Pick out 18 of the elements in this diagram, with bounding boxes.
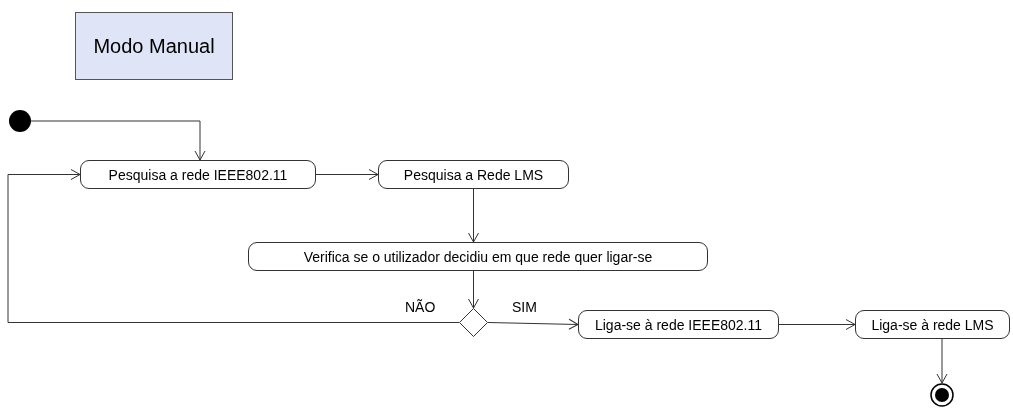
- activity-box: Pesquisa a Rede LMS: [378, 160, 569, 189]
- edge-label: NÃO: [403, 298, 438, 315]
- end-node: [930, 383, 954, 407]
- activity-box: Pesquisa a rede IEEE802.11: [80, 160, 316, 189]
- activity-box: Verifica se o utilizador decidiu em que rede quer ligar-se: [248, 242, 708, 271]
- arrow: [936, 338, 948, 384]
- activity-box: Liga-se à rede LMS: [855, 310, 1010, 339]
- decision-diamond: [459, 308, 488, 337]
- activity-box: Liga-se à rede IEEE802.11: [578, 310, 779, 339]
- arrow: [468, 270, 479, 309]
- arrow: [487, 318, 579, 330]
- title-box: Modo Manual: [75, 12, 233, 80]
- arrow: [778, 319, 856, 330]
- arrow: [468, 188, 479, 243]
- arrow: [315, 169, 379, 180]
- arrow: [7, 169, 460, 323]
- start-node: [9, 110, 31, 132]
- arrow: [30, 120, 206, 161]
